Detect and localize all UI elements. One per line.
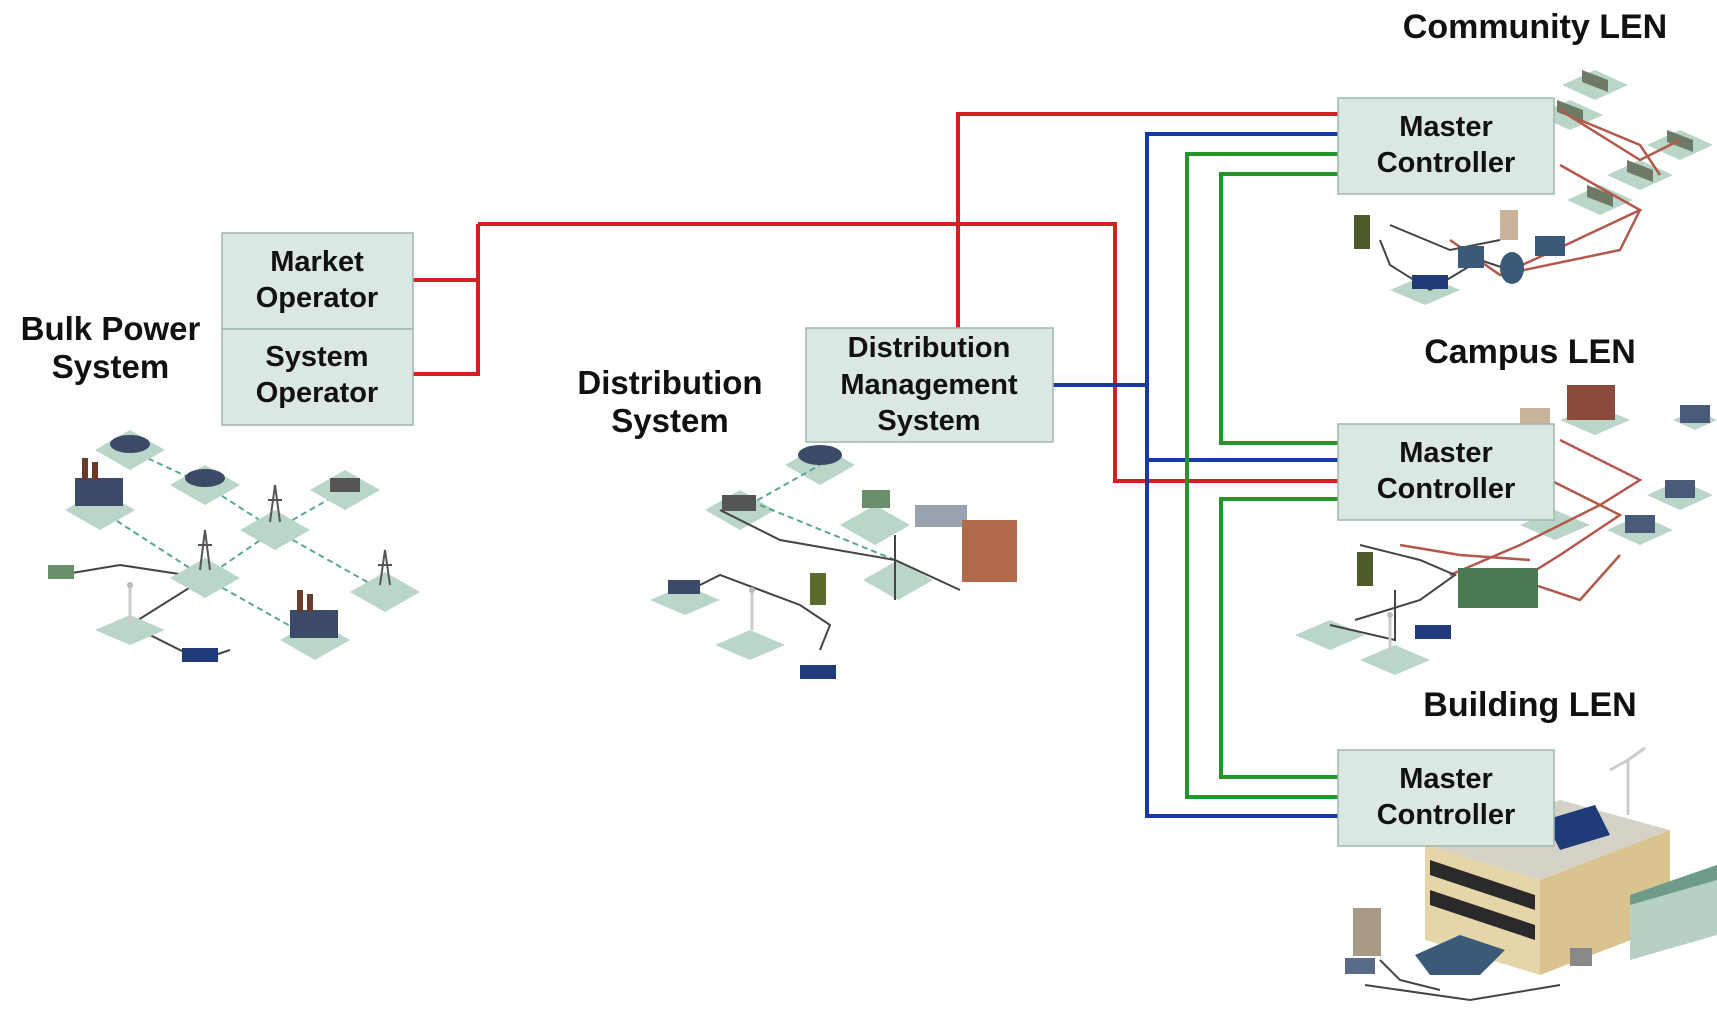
campus-len-heading: Campus LEN xyxy=(1424,333,1636,371)
system-operator-box[interactable]: System Operator xyxy=(221,328,414,426)
system-operator-line-2: Operator xyxy=(256,377,378,409)
bulk-power-heading-line-2: System xyxy=(51,347,170,385)
campus-controller-line-1: Master xyxy=(1399,437,1493,469)
market-operator-line-2: Operator xyxy=(256,282,378,314)
community-len-heading: Community LEN xyxy=(1402,8,1668,46)
market-operator-line-1: Market xyxy=(270,246,364,278)
community-controller-line-1: Master xyxy=(1399,111,1493,143)
dms-line-2: Management xyxy=(840,369,1018,401)
system-operator-line-1: System xyxy=(265,341,368,373)
building-controller-line-1: Master xyxy=(1399,763,1493,795)
peer-controller-links xyxy=(1185,152,1338,799)
distribution-heading-line-1: Distribution xyxy=(577,364,763,401)
campus-master-controller-box[interactable]: Master Controller xyxy=(1337,423,1555,521)
market-operator-box[interactable]: Market Operator xyxy=(221,232,414,330)
community-master-controller-box[interactable]: Master Controller xyxy=(1337,97,1555,195)
bulk-power-system-heading: Bulk Power System xyxy=(8,310,213,386)
community-controller-line-2: Controller xyxy=(1377,147,1516,179)
distribution-management-system-box[interactable]: Distribution Management System xyxy=(805,327,1054,443)
distribution-heading-line-2: System xyxy=(611,401,729,439)
campus-len-illustration xyxy=(1295,385,1717,675)
building-controller-line-2: Controller xyxy=(1377,799,1516,831)
distribution-system-heading: Distribution System xyxy=(555,364,785,440)
dms-line-3: System xyxy=(877,405,980,437)
bulk-power-illustration xyxy=(48,430,420,662)
distribution-illustration xyxy=(650,445,1017,679)
dms-links xyxy=(1053,132,1338,818)
campus-controller-line-2: Controller xyxy=(1377,473,1516,505)
building-master-controller-box[interactable]: Master Controller xyxy=(1337,749,1555,847)
building-len-heading: Building LEN xyxy=(1423,686,1637,724)
dms-line-1: Distribution xyxy=(848,332,1011,364)
market-operator-links xyxy=(413,112,1338,483)
bulk-power-heading-line-1: Bulk Power xyxy=(20,310,201,347)
